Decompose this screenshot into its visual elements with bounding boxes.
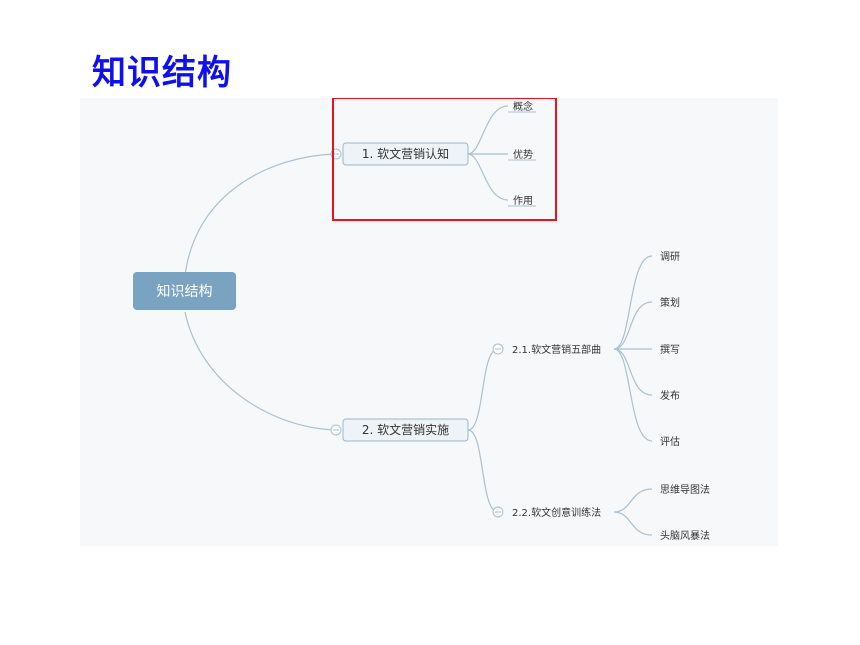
collapse-toggle-sub-2[interactable]: [492, 506, 504, 518]
connector-b1-leaf1: [467, 105, 509, 155]
leaf-s1-2: 策划: [660, 296, 680, 309]
branch-node-2-box: [342, 418, 469, 442]
subbranch-node-1-label[interactable]: 2.1.软文营销五部曲: [512, 343, 601, 356]
root-node-box: [133, 272, 236, 310]
root-node-label: 知识结构: [157, 283, 213, 300]
connector-s1-leaf2: [613, 301, 653, 350]
leaf-s2-1: 思维导图法: [660, 483, 710, 496]
highlight-box: [332, 97, 557, 221]
connector-root-branch1: [184, 153, 337, 277]
leaf-s2-2: 头脑风暴法: [660, 529, 710, 542]
branch-node-1[interactable]: 1. 软文营销认知: [342, 142, 469, 166]
connector-s1-leaf5: [613, 348, 653, 442]
leaf-b1-3: 作用: [513, 195, 533, 207]
branch-node-2[interactable]: 2. 软文营销实施: [342, 418, 469, 442]
collapse-toggle-sub-1[interactable]: [492, 343, 504, 355]
leaf-s1-4: 发布: [660, 389, 680, 402]
leaf-b1-1: 概念: [513, 100, 533, 113]
connector-s1-leaf1: [613, 255, 653, 350]
connector-s1-leaf4: [613, 348, 653, 396]
branch-node-1-label: 1. 软文营销认知: [362, 146, 449, 161]
root-node[interactable]: 知识结构: [133, 272, 236, 310]
leaf-b1-2: 优势: [513, 148, 533, 161]
connector-b1-leaf3: [467, 153, 509, 201]
leaf-s1-1: 调研: [660, 251, 680, 263]
connector-s2-leaf1: [613, 488, 653, 513]
connector-s2-leaf2: [613, 511, 653, 536]
connector-b2-sub1: [467, 348, 499, 431]
connector-root-branch2: [184, 311, 337, 431]
collapse-toggle-branch-2[interactable]: [330, 424, 342, 436]
branch-node-2-label: 2. 软文营销实施: [362, 422, 449, 437]
branch-node-1-box: [342, 142, 469, 166]
leaf-s1-3: 撰写: [660, 343, 680, 356]
subbranch-node-2-label[interactable]: 2.2.软文创意训练法: [512, 506, 601, 519]
connector-b2-sub2: [467, 429, 499, 513]
leaf-s1-5: 评估: [660, 435, 680, 448]
page-title: 知识结构: [92, 53, 232, 93]
mindmap-svg: 知识结构 1. 软文营销认知 概念 优势 作用 2. 软文营销实施: [133, 97, 710, 542]
mindmap-canvas: 知识结构 1. 软文营销认知 概念 优势 作用 2. 软文营销实施: [80, 97, 778, 546]
